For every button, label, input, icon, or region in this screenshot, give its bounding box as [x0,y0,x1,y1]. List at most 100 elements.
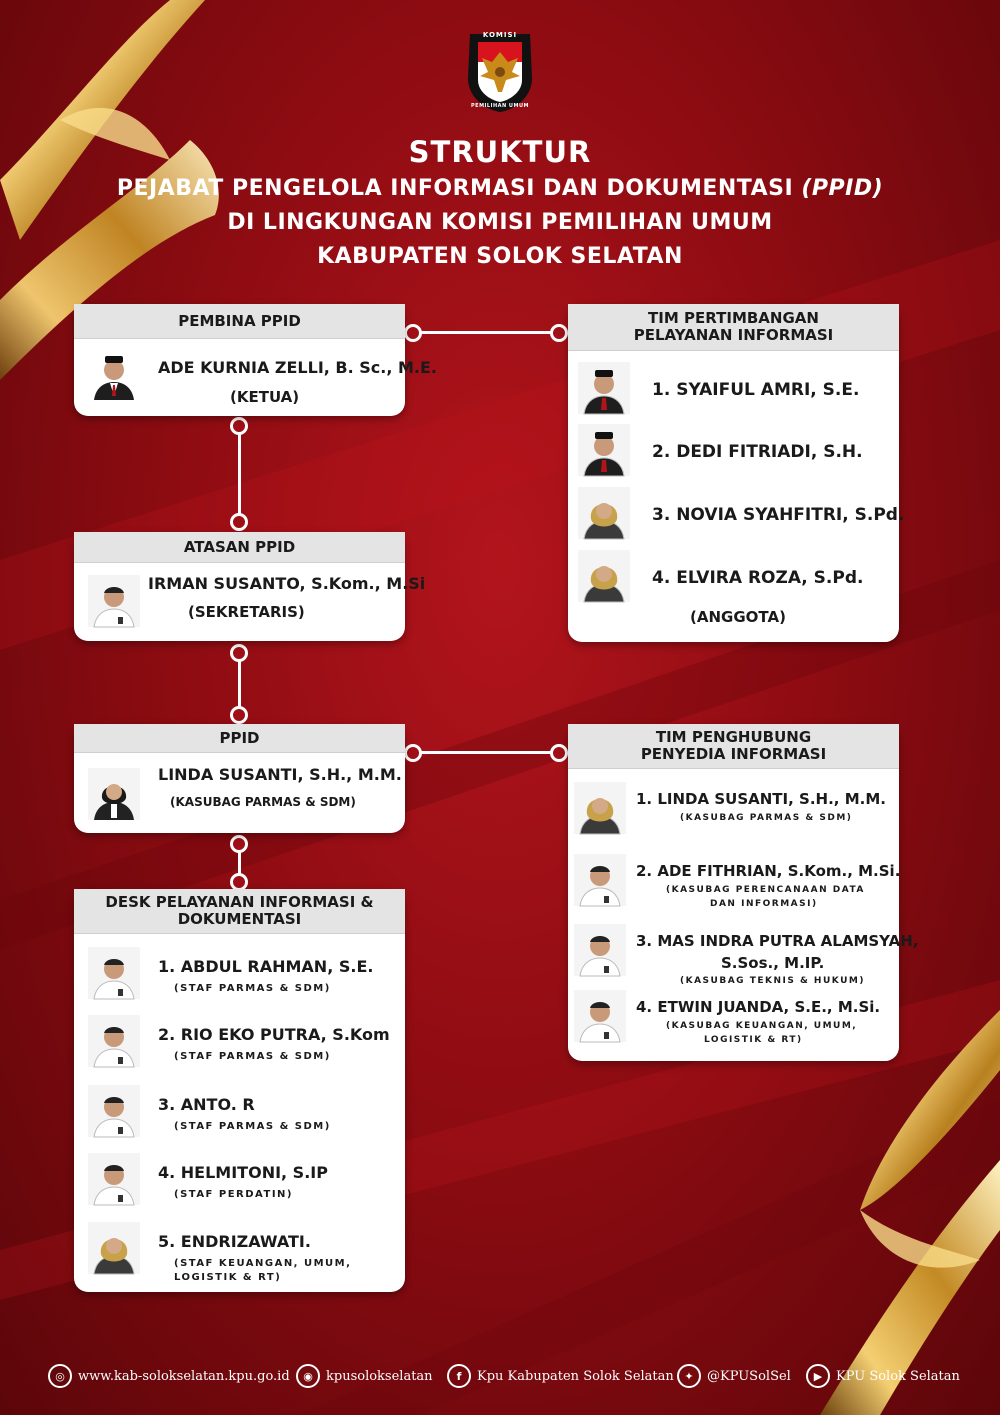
footer-website-text: www.kab-solokselatan.kpu.go.id [78,1368,290,1384]
card-header: PEMBINA PPID [74,304,405,339]
avatar [574,990,626,1043]
card-tim-penghubung: TIM PENGHUBUNG PENYEDIA INFORMASI 1. LIN… [568,724,918,1061]
member-name: 4. HELMITONI, S.IP [158,1163,328,1182]
card-title: PELAYANAN INFORMASI [633,326,834,344]
footer-instagram[interactable]: ◉ kpusolokselatan [296,1364,433,1388]
footer-facebook-text: Kpu Kabupaten Solok Selatan [477,1368,674,1384]
card-atasan-ppid: ATASAN PPID IRMAN SUSANTO, S.Kom., M.Si … [74,532,425,641]
kpu-logo: KOMISI PEMILIHAN UMUM [462,28,538,114]
instagram-icon: ◉ [296,1364,320,1388]
card-header: ATASAN PPID [74,532,405,563]
avatar [578,424,630,477]
twitter-icon: ✦ [677,1364,701,1388]
avatar [574,854,626,907]
member-name: 3. NOVIA SYAHFITRI, S.Pd. [652,505,905,525]
footer: ◎ www.kab-solokselatan.kpu.go.id ◉ kpuso… [0,1360,1000,1390]
card-title: ATASAN PPID [183,537,296,556]
card-tim-pertimbangan: TIM PERTIMBANGAN PELAYANAN INFORMASI 1. … [568,304,904,642]
card-title: TIM PENGHUBUNG [655,728,812,746]
title-line-2: DI LINGKUNGAN KOMISI PEMILIHAN UMUM [227,210,773,235]
connector-ppid-desk [238,843,241,881]
member-role: (KASUBAG TEKNIS & HUKUM) [680,976,865,986]
avatar [88,348,140,400]
member-role: (KASUBAG KEUANGAN, UMUM, [666,1021,858,1031]
member-role: (STAF PARMAS & SDM) [174,1051,331,1062]
globe-icon: ◎ [48,1364,72,1388]
member-role-cont: DAN INFORMASI) [710,899,818,909]
person-name: LINDA SUSANTI, S.H., M.M. [158,765,402,784]
connector-node [230,644,248,662]
connector-node [404,324,422,342]
avatar [88,1015,140,1068]
card-desk-pelayanan: DESK PELAYANAN INFORMASI & DOKUMENTASI 1… [74,889,405,1292]
connector-pembina-atasan [238,425,241,521]
member-name-cont: S.Sos., M.IP. [721,954,825,972]
member-name: 3. MAS INDRA PUTRA ALAMSYAH, [636,932,919,950]
member-role: (STAF PERDATIN) [174,1189,293,1200]
person-role: (KETUA) [230,388,300,406]
person-name: IRMAN SUSANTO, S.Kom., M.Si [148,574,426,593]
card-title: PPID [219,728,260,747]
member-role: (STAF PARMAS & SDM) [174,1121,331,1132]
card-title: PEMBINA PPID [178,311,301,330]
logo-text-top: KOMISI [482,31,518,39]
avatar [88,575,140,628]
title-line-3: KABUPATEN SOLOK SELATAN [317,244,683,269]
avatar [578,550,630,603]
card-header: TIM PERTIMBANGAN PELAYANAN INFORMASI [568,304,899,351]
avatar [88,1153,140,1206]
member-role: (KASUBAG PARMAS & SDM) [680,813,853,823]
card-ppid: PPID LINDA SUSANTI, S.H., M.M. (KASUBAG … [74,724,405,833]
member-name: 2. DEDI FITRIADI, S.H. [652,442,863,462]
group-role: (ANGGOTA) [690,608,786,626]
connector-node [230,417,248,435]
title-line-1-abbrev: (PPID) [801,176,884,201]
title-line-1-text: PEJABAT PENGELOLA INFORMASI DAN DOKUMENT… [116,176,802,201]
member-role-cont: LOGISTIK & RT) [174,1272,282,1283]
avatar [88,768,140,820]
footer-youtube[interactable]: ▶ KPU Solok Selatan [806,1364,960,1388]
member-name: 4. ETWIN JUANDA, S.E., M.Si. [636,998,881,1016]
connector-ppid-penghubung [410,751,560,754]
logo-text-bottom: PEMILIHAN UMUM [470,103,529,109]
person-role: (KASUBAG PARMAS & SDM) [170,795,356,809]
connector-atasan-ppid [238,652,241,714]
member-name: 1. LINDA SUSANTI, S.H., M.M. [636,790,886,808]
connector-node [550,744,568,762]
member-name: 4. ELVIRA ROZA, S.Pd. [652,568,864,588]
avatar [88,1222,140,1275]
footer-youtube-text: KPU Solok Selatan [836,1368,960,1384]
connector-node [230,706,248,724]
card-pembina-ppid: PEMBINA PPID ADE KURNIA ZELLI, B. Sc., M… [74,304,437,416]
connector-pembina-pertimbangan [410,331,560,334]
page-title: STRUKTUR [408,135,592,169]
connector-node [404,744,422,762]
avatar [574,782,626,835]
title-line-1: PEJABAT PENGELOLA INFORMASI DAN DOKUMENT… [0,176,1000,201]
avatar [88,1085,140,1138]
member-role: (KASUBAG PERENCANAAN DATA [666,885,865,895]
card-title: PENYEDIA INFORMASI [640,745,827,763]
card-title: TIM PERTIMBANGAN [648,309,819,327]
card-title: DOKUMENTASI [177,910,302,928]
avatar [578,487,630,540]
member-name: 3. ANTO. R [158,1095,255,1114]
connector-node [230,513,248,531]
card-header: PPID [74,724,405,753]
card-header: TIM PENGHUBUNG PENYEDIA INFORMASI [568,724,899,769]
card-title: DESK PELAYANAN INFORMASI & [105,893,374,911]
card-header: DESK PELAYANAN INFORMASI & DOKUMENTASI [74,889,405,934]
member-name: 1. SYAIFUL AMRI, S.E. [652,380,860,400]
footer-facebook[interactable]: f Kpu Kabupaten Solok Selatan [447,1364,674,1388]
connector-node [230,835,248,853]
member-name: 2. ADE FITHRIAN, S.Kom., M.Si. [636,862,901,880]
footer-website[interactable]: ◎ www.kab-solokselatan.kpu.go.id [48,1364,290,1388]
member-name: 2. RIO EKO PUTRA, S.Kom [158,1025,390,1044]
member-name: 1. ABDUL RAHMAN, S.E. [158,957,374,976]
member-role: (STAF KEUANGAN, UMUM, [174,1258,352,1269]
footer-instagram-text: kpusolokselatan [326,1368,433,1384]
footer-twitter-text: @KPUSolSel [707,1368,791,1384]
member-role: (STAF PARMAS & SDM) [174,983,331,994]
person-name: ADE KURNIA ZELLI, B. Sc., M.E. [158,358,437,377]
footer-twitter[interactable]: ✦ @KPUSolSel [677,1364,791,1388]
